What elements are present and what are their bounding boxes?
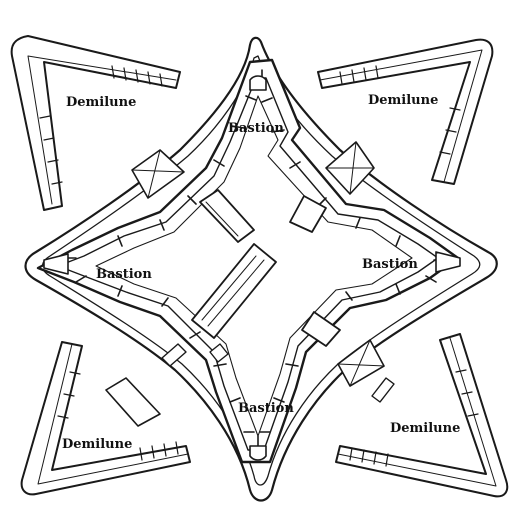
demilune-nw xyxy=(10,35,181,211)
covered-way xyxy=(41,55,481,486)
label-demilune-sw: Demilune xyxy=(62,437,132,452)
outbuildings xyxy=(105,343,395,427)
demilune-sw xyxy=(20,341,191,496)
demilune-ne xyxy=(317,38,494,185)
label-demilune-nw: Demilune xyxy=(66,95,136,110)
label-demilune-se: Demilune xyxy=(390,421,460,436)
label-bastion-s: Bastion xyxy=(238,401,294,416)
demilune-se xyxy=(335,333,509,498)
label-demilune-ne: Demilune xyxy=(368,93,438,108)
label-bastion-n: Bastion xyxy=(228,121,284,136)
label-bastion-w: Bastion xyxy=(96,267,152,282)
label-bastion-e: Bastion xyxy=(362,257,418,272)
bastion-lunettes xyxy=(43,75,461,461)
interior-buildings xyxy=(191,189,341,363)
ravelins xyxy=(131,141,385,387)
